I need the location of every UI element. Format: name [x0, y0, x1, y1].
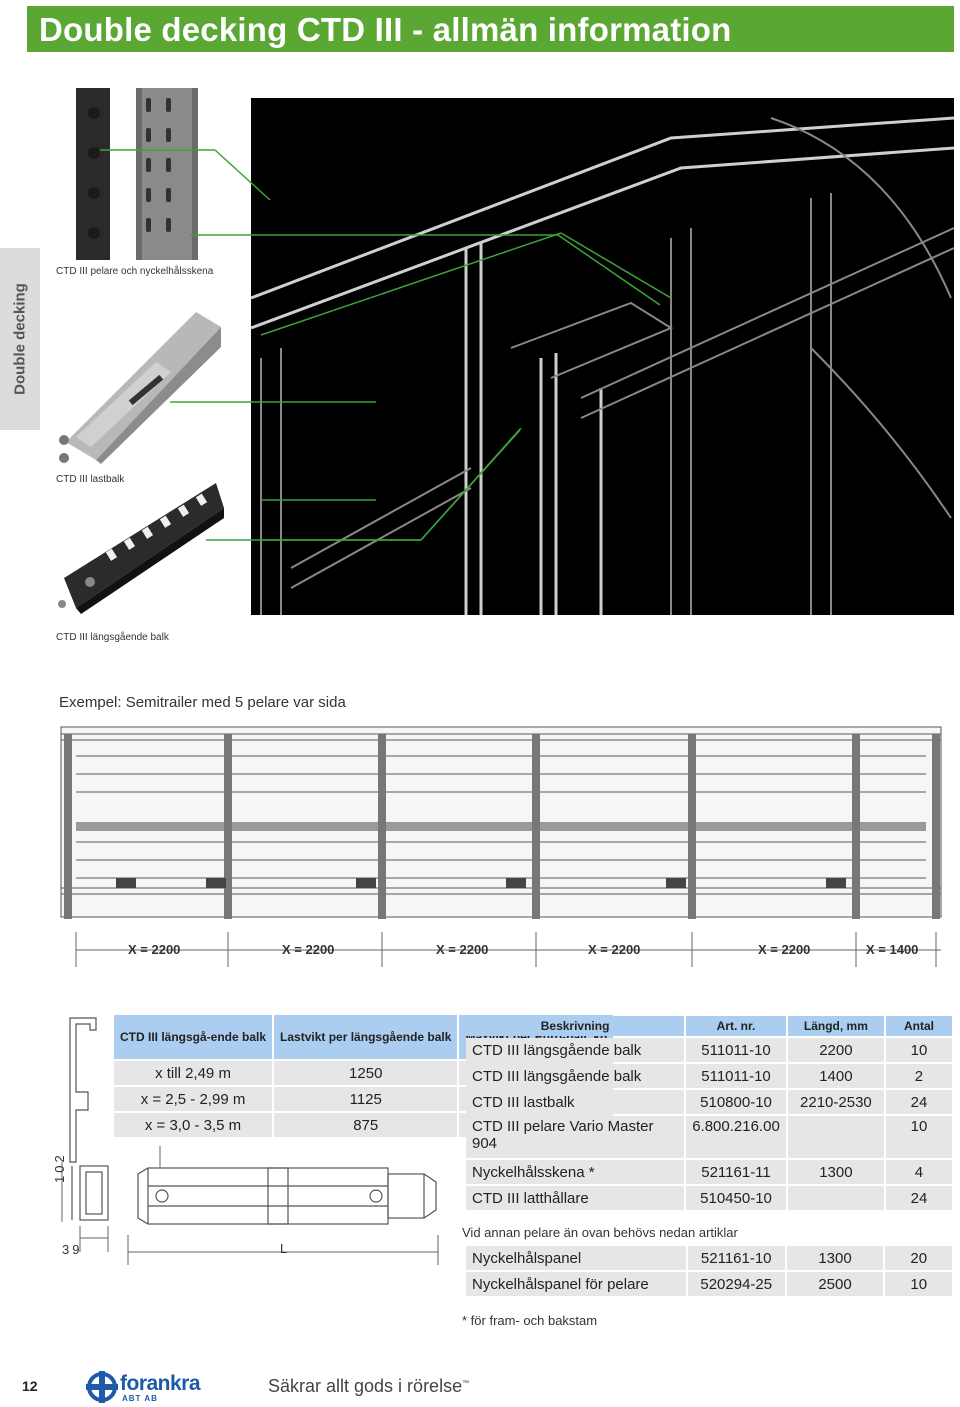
table-row: CTD III längsgående balk 511011-10 1400 …: [466, 1064, 952, 1088]
table-cell: 10: [885, 1038, 952, 1062]
table-cell: 6.800.216.00: [686, 1116, 786, 1158]
pelare-photo: [76, 88, 198, 260]
leader-lines: [100, 149, 661, 541]
table-row: CTD III längsgående balk 511011-10 2200 …: [466, 1038, 952, 1062]
article-col-beskrivning: Beskrivning: [466, 1016, 685, 1036]
table-cell: 2200: [787, 1038, 884, 1062]
table-cell: 24: [885, 1090, 952, 1114]
article-table-header: Beskrivning Art. nr. Längd, mm Antal: [466, 1016, 952, 1036]
span-2: X = 2200: [282, 942, 335, 957]
load-col-lastvikt: Lastvikt per längsgående balk: [274, 1015, 458, 1059]
title-bar: Double decking CTD III - allmän informat…: [27, 6, 954, 52]
forankra-logo: forankra ABT AB: [84, 1370, 224, 1404]
dim-height: 102: [52, 1152, 67, 1183]
footnote: * för fram- och bakstam: [462, 1313, 598, 1328]
table-cell: Nyckelhålspanel: [466, 1246, 686, 1270]
side-tab: Double decking: [0, 248, 40, 430]
trailer-side-drawing: [60, 726, 942, 967]
span-1: X = 2200: [128, 942, 181, 957]
table-cell: 10: [885, 1272, 952, 1296]
beam-drawing: [127, 1146, 439, 1265]
table-cell: 4: [885, 1160, 952, 1184]
profile-drawing: [61, 1017, 109, 1252]
dim-length: L: [280, 1241, 288, 1256]
logo-sub: ABT AB: [122, 1394, 158, 1403]
table-cell: 20: [885, 1246, 952, 1270]
table-cell: CTD III längsgående balk: [466, 1064, 685, 1088]
table-cell: 1300: [787, 1160, 884, 1184]
table-cell: 2500: [786, 1272, 884, 1296]
article-col-antal: Antal: [885, 1016, 952, 1036]
table-cell: [787, 1116, 884, 1158]
table-cell: [787, 1186, 884, 1210]
table-cell: CTD III pelare Vario Master 904: [466, 1116, 685, 1158]
tagline-text: Säkrar allt gods i rörelse: [268, 1376, 463, 1396]
table-cell: 1400: [787, 1064, 884, 1088]
span-5: X = 2200: [758, 942, 811, 957]
table-cell: 511011-10: [686, 1064, 786, 1088]
table-cell: x = 2,5 - 2,99 m: [114, 1087, 273, 1111]
caption-pelare: CTD III pelare och nyckelhålsskena: [56, 266, 214, 277]
table-cell: CTD III lastbalk: [466, 1090, 685, 1114]
table-cell: 2210-2530: [787, 1090, 884, 1114]
table-row: CTD III latthållare 510450-10 24: [466, 1186, 952, 1210]
article-col-langd: Längd, mm: [787, 1016, 884, 1036]
langsgaende-photo: [58, 483, 224, 614]
lastbalk-photo: [59, 312, 221, 464]
table-row: CTD III lastbalk 510800-10 2210-2530 24: [466, 1090, 952, 1114]
article-table: Beskrivning Art. nr. Längd, mm Antal CTD…: [464, 1014, 954, 1212]
table-row: Nyckelhålspanel för pelare 520294-25 250…: [466, 1272, 952, 1296]
span-3: X = 2200: [436, 942, 489, 957]
table-cell: 24: [885, 1186, 952, 1210]
example-label: Exempel: Semitrailer med 5 pelare var si…: [59, 694, 346, 711]
page-number: 12: [22, 1378, 38, 1394]
table-cell: x = 3,0 - 3,5 m: [114, 1113, 273, 1137]
dim-width: 39: [62, 1242, 83, 1257]
table-cell: 521161-10: [687, 1246, 785, 1270]
table-row: Nyckelhålspanel 521161-10 1300 20: [466, 1246, 952, 1270]
table-cell: Nyckelhålspanel för pelare: [466, 1272, 686, 1296]
span-4: X = 2200: [588, 942, 641, 957]
load-col-balk: CTD III längsgå-ende balk: [114, 1015, 273, 1059]
table-row: CTD III pelare Vario Master 904 6.800.21…: [466, 1116, 952, 1158]
table-cell: 1250: [274, 1061, 458, 1085]
logo-brand: forankra: [120, 1372, 201, 1395]
table-cell: Nyckelhålsskena *: [466, 1160, 685, 1184]
article-col-artnr: Art. nr.: [686, 1016, 786, 1036]
table-cell: 1300: [786, 1246, 884, 1270]
table-cell: 521161-11: [686, 1160, 786, 1184]
table-cell: 510450-10: [686, 1186, 786, 1210]
extra-table: Nyckelhålspanel 521161-10 1300 20 Nyckel…: [464, 1244, 954, 1298]
page-title: Double decking CTD III - allmän informat…: [39, 11, 732, 48]
table-cell: 10: [885, 1116, 952, 1158]
caption-lastbalk: CTD III lastbalk: [56, 474, 125, 485]
table-row: Nyckelhålsskena * 521161-11 1300 4: [466, 1160, 952, 1184]
table-cell: 511011-10: [686, 1038, 786, 1062]
table-cell: CTD III latthållare: [466, 1186, 685, 1210]
footer-tagline: Säkrar allt gods i rörelse™: [268, 1376, 469, 1397]
table-cell: 2: [885, 1064, 952, 1088]
extra-note: Vid annan pelare än ovan behövs nedan ar…: [462, 1225, 738, 1240]
tagline-tm: ™: [462, 1380, 470, 1387]
span-6: X = 1400: [866, 942, 919, 957]
table-cell: CTD III längsgående balk: [466, 1038, 685, 1062]
table-cell: x till 2,49 m: [114, 1061, 273, 1085]
table-cell: 520294-25: [687, 1272, 785, 1296]
table-cell: 875: [274, 1113, 458, 1137]
table-cell: 1125: [274, 1087, 458, 1111]
caption-langsgaende: CTD III längsgående balk: [56, 632, 169, 643]
trailer-interior-photo: [251, 98, 954, 615]
table-cell: 510800-10: [686, 1090, 786, 1114]
logo-mark-icon: [86, 1371, 118, 1403]
